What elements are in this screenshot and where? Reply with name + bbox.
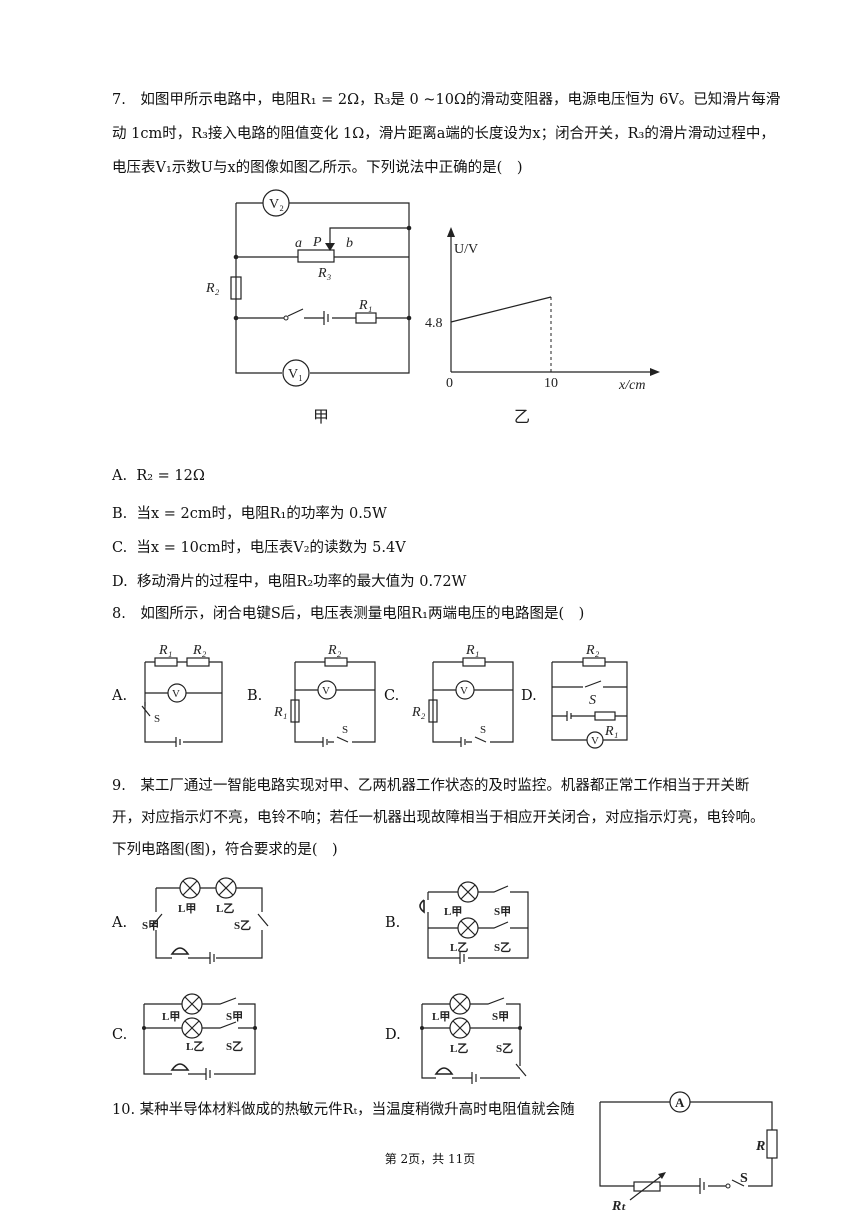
svg-text:L乙: L乙	[186, 1040, 204, 1053]
graph-series-line	[450, 296, 552, 323]
svg-text:S: S	[154, 713, 160, 725]
q9-option-d-key[interactable]: D.	[385, 1027, 401, 1043]
svg-text:R₁: R₁	[273, 705, 287, 720]
svg-text:L乙: L乙	[450, 1042, 468, 1055]
q9-circuit-c[interactable]: L甲 S甲 L乙 S乙	[140, 988, 275, 1088]
svg-text:V: V	[172, 688, 180, 700]
svg-text:R₁: R₁	[158, 643, 172, 658]
r2-label: R₂	[205, 281, 220, 296]
svg-text:V: V	[460, 685, 468, 697]
r1-label: R₁	[358, 298, 372, 313]
q9-line-3: 下列电路图(图)，符合要求的是( )	[112, 842, 338, 858]
b-label: b	[346, 236, 353, 251]
q7-line-2: 动 1cm时，R₃接入电路的阻值变化 1Ω，滑片距离a端的长度设为x；闭合开关，…	[112, 126, 775, 142]
svg-text:R₂: R₂	[192, 643, 207, 658]
q7-option-d[interactable]: D. 移动滑片的过程中，电阻R₂功率的最大值为 0.72W	[112, 574, 467, 590]
q8-option-c-key[interactable]: C.	[384, 688, 400, 704]
svg-text:S甲: S甲	[492, 1010, 509, 1023]
p-label: P	[312, 235, 322, 250]
graph-x10-label: 10	[544, 376, 558, 391]
q8-circuit-b[interactable]: V R₂ R₁ S	[270, 640, 380, 750]
q9-circuit-b[interactable]: L甲 S甲 L乙 S乙	[410, 878, 535, 973]
svg-text:S乙: S乙	[234, 919, 251, 932]
q8-option-b-key[interactable]: B.	[247, 688, 263, 704]
graph-xlabel: x/cm	[618, 378, 645, 393]
v1-label: V₁	[288, 367, 303, 382]
q8-line-1: 8. 如图所示，闭合电键S后，电压表测量电阻R₁两端电压的电路图是( )	[112, 606, 585, 622]
svg-text:Rₜ: Rₜ	[611, 1199, 627, 1214]
q7-option-c[interactable]: C. 当x = 10cm时，电压表V₂的读数为 5.4V	[112, 540, 406, 556]
q7-option-b[interactable]: B. 当x = 2cm时，电阻R₁的功率为 0.5W	[112, 506, 387, 522]
svg-text:L乙: L乙	[216, 902, 234, 915]
svg-text:S乙: S乙	[494, 941, 511, 954]
svg-text:L乙: L乙	[450, 941, 468, 954]
q7-line-1: 7. 如图甲所示电路中，电阻R₁ = 2Ω，R₃是 0 ~10Ω的滑动变阻器，电…	[112, 92, 781, 108]
graph-x0-label: 0	[446, 376, 453, 391]
svg-text:L甲: L甲	[162, 1010, 180, 1023]
svg-text:L甲: L甲	[432, 1010, 450, 1023]
v2-label: V₂	[269, 197, 284, 212]
r3-label: R₃	[317, 266, 332, 281]
q9-circuit-a[interactable]: L甲 L乙 S甲 S乙	[140, 874, 275, 969]
svg-text:S: S	[589, 693, 596, 708]
svg-text:R₂: R₂	[585, 643, 600, 658]
q10-line-1: 10. 某种半导体材料做成的热敏元件Rₜ，当温度稍微升高时电阻值就会随	[112, 1102, 575, 1118]
svg-text:V: V	[591, 735, 599, 747]
q9-option-a-key[interactable]: A.	[112, 915, 128, 931]
graph-ytick-label: 4.8	[425, 316, 443, 331]
svg-text:R: R	[755, 1139, 765, 1154]
fig-jia-caption: 甲	[313, 407, 329, 426]
q8-circuit-c[interactable]: V R₁ R₂ S	[408, 640, 518, 750]
q7-circuit-diagram: V₂ V₁ a P b R₃ R₂ R₁ 甲	[205, 189, 412, 426]
q9-circuit-d[interactable]: L甲 S甲 L乙 S乙	[410, 988, 535, 1088]
svg-text:S: S	[480, 724, 486, 736]
fig-yi-caption: 乙	[514, 407, 530, 426]
page-footer: 第 2页，共 11页	[384, 1152, 476, 1166]
svg-text:R₁: R₁	[465, 643, 479, 658]
svg-text:S乙: S乙	[496, 1042, 513, 1055]
svg-text:R₂: R₂	[327, 643, 342, 658]
q10-circuit-diagram: A R Rₜ S	[599, 1091, 778, 1214]
graph-ylabel: U/V	[454, 242, 478, 257]
svg-text:S甲: S甲	[226, 1010, 243, 1023]
q9-option-b-key[interactable]: B.	[385, 915, 401, 931]
q7-option-a[interactable]: A. R₂ = 12Ω	[112, 468, 205, 484]
svg-text:S乙: S乙	[226, 1040, 243, 1053]
q7-graph: U/V x/cm 4.8 0 10 乙	[425, 227, 660, 426]
svg-text:L甲: L甲	[178, 902, 196, 915]
svg-text:R₁: R₁	[604, 724, 618, 739]
svg-text:R₂: R₂	[411, 705, 426, 720]
q8-option-a-key[interactable]: A.	[112, 688, 128, 704]
svg-text:S甲: S甲	[142, 919, 159, 932]
q8-option-d-key[interactable]: D.	[521, 688, 537, 704]
q8-circuit-d[interactable]: V R₂ S R₁	[545, 640, 635, 755]
q9-line-2: 开，对应指示灯不亮，电铃不响；若任一机器出现故障相当于相应开关闭合，对应指示灯亮…	[112, 810, 765, 826]
a-label: a	[295, 236, 302, 251]
q8-circuit-a[interactable]: V R₁ R₂ S	[140, 640, 230, 750]
svg-text:A: A	[675, 1095, 685, 1110]
q9-line-1: 9. 某工厂通过一智能电路实现对甲、乙两机器工作状态的及时监控。机器都正常工作相…	[112, 778, 750, 794]
svg-text:V: V	[322, 685, 330, 697]
q7-line-3: 电压表V₁示数U与x的图像如图乙所示。下列说法中正确的是( )	[112, 160, 523, 176]
svg-text:S: S	[342, 724, 348, 736]
svg-text:S: S	[740, 1171, 748, 1186]
q9-option-c-key[interactable]: C.	[112, 1027, 128, 1043]
svg-text:L甲: L甲	[444, 905, 462, 918]
svg-text:S甲: S甲	[494, 905, 511, 918]
